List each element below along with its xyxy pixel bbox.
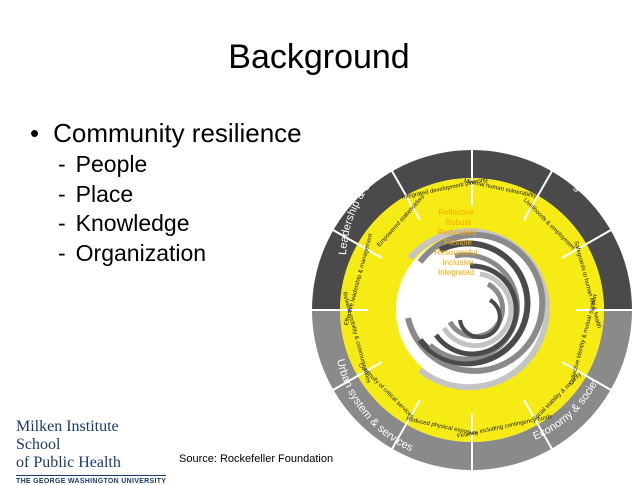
quality-arcs [405, 228, 550, 391]
dash-marker: - [58, 210, 66, 236]
source-caption: Source: Rockefeller Foundation [179, 453, 334, 465]
arc-2 [405, 231, 546, 374]
logo-rule [16, 475, 166, 476]
arc-6 [441, 271, 514, 349]
quality-labels: Reflective Robust Redundant Flexible Res… [435, 208, 478, 277]
quality-flexible: Flexible [444, 238, 472, 247]
quality-redundant: Redundant [437, 228, 477, 237]
goal-dividers [312, 150, 632, 470]
sub-item-label: Place [75, 180, 134, 207]
logo-line-1: Milken Institute School [16, 418, 119, 453]
outer-ring-health [472, 150, 632, 310]
outer-ring-urban [312, 310, 472, 470]
outer-ring-leadership [312, 150, 472, 310]
slide-title: Background [228, 38, 410, 76]
arc-5 [433, 263, 519, 357]
bullet-marker: • [30, 118, 40, 148]
outer-ring-economy [472, 310, 632, 470]
sub-item-place: -Place [58, 180, 206, 210]
quality-resourceful: Resourceful [435, 248, 478, 257]
quality-reflective: Reflective [438, 208, 474, 217]
arc-1 [407, 228, 550, 391]
logo-line-2: of Public Health [16, 454, 121, 471]
quality-inclusive: Inclusive [442, 258, 474, 267]
dash-marker: - [58, 239, 66, 266]
sub-item-label: Organization [75, 239, 207, 266]
dash-marker: - [58, 180, 66, 207]
sub-item-organization: -Organization [58, 239, 206, 269]
arc-8 [458, 298, 502, 340]
bullet-community-resilience: • Community resilience [30, 118, 302, 149]
sub-item-label: Knowledge [75, 210, 190, 236]
sub-item-label: People [75, 151, 148, 177]
quality-robust: Robust [445, 218, 471, 227]
quality-integrated: Integrated [438, 268, 474, 277]
sub-item-people: -People [58, 150, 206, 180]
dash-marker: - [58, 151, 66, 177]
sub-item-knowledge: -Knowledge [58, 209, 206, 239]
logo-line-3: THE GEORGE WASHINGTON UNIVERSITY [16, 478, 167, 485]
arc-3 [417, 240, 531, 367]
bullet-text: Community resilience [53, 118, 302, 148]
sub-bullet-list: -People -Place -Knowledge -Organization [58, 150, 206, 268]
outer-ring [312, 150, 632, 470]
